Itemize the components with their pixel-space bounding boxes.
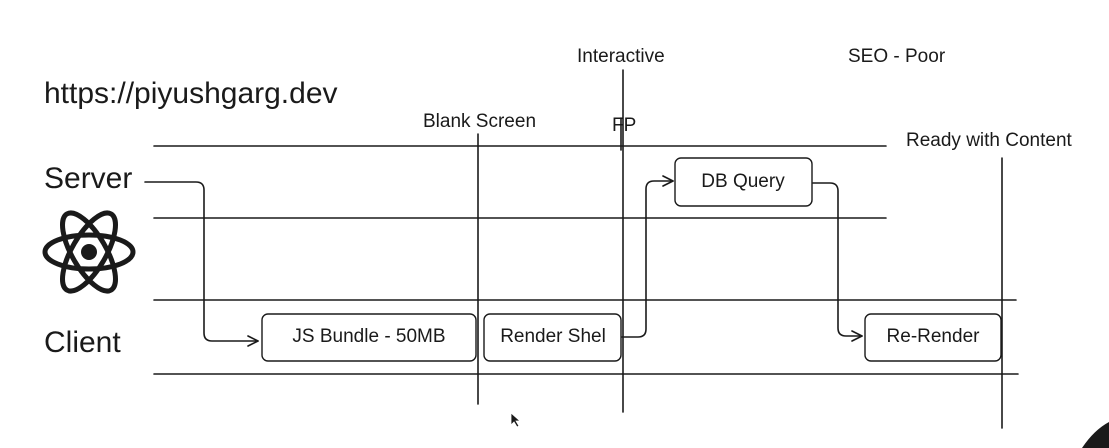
fp-label: FP <box>612 115 636 136</box>
re-render-box: Re-Render <box>864 313 1002 362</box>
server-to-bundle-arrow <box>144 181 259 347</box>
mouse-cursor-icon <box>510 412 522 428</box>
corner-shape <box>1082 422 1109 448</box>
shell-to-db-query-arrow <box>621 175 674 338</box>
client-lane-label: Client <box>44 326 121 359</box>
re-render-label: Re-Render <box>887 326 981 347</box>
db-query-label: DB Query <box>701 171 785 192</box>
blank-screen-label: Blank Screen <box>423 111 536 132</box>
render-shell-box: Render Shel <box>483 313 622 362</box>
db-query-box: DB Query <box>674 157 813 207</box>
ready-label: Ready with Content <box>906 130 1073 151</box>
seo-label: SEO - Poor <box>848 46 946 67</box>
db-query-to-rerender-arrow <box>812 182 863 342</box>
js-bundle-box: JS Bundle - 50MB <box>261 313 477 362</box>
render-shell-label: Render Shel <box>500 326 606 347</box>
js-bundle-label: JS Bundle - 50MB <box>292 326 445 347</box>
react-logo-icon <box>42 210 136 294</box>
server-lane-label: Server <box>44 162 132 195</box>
interactive-label: Interactive <box>577 46 665 67</box>
url-title: https://piyushgarg.dev <box>44 77 338 110</box>
